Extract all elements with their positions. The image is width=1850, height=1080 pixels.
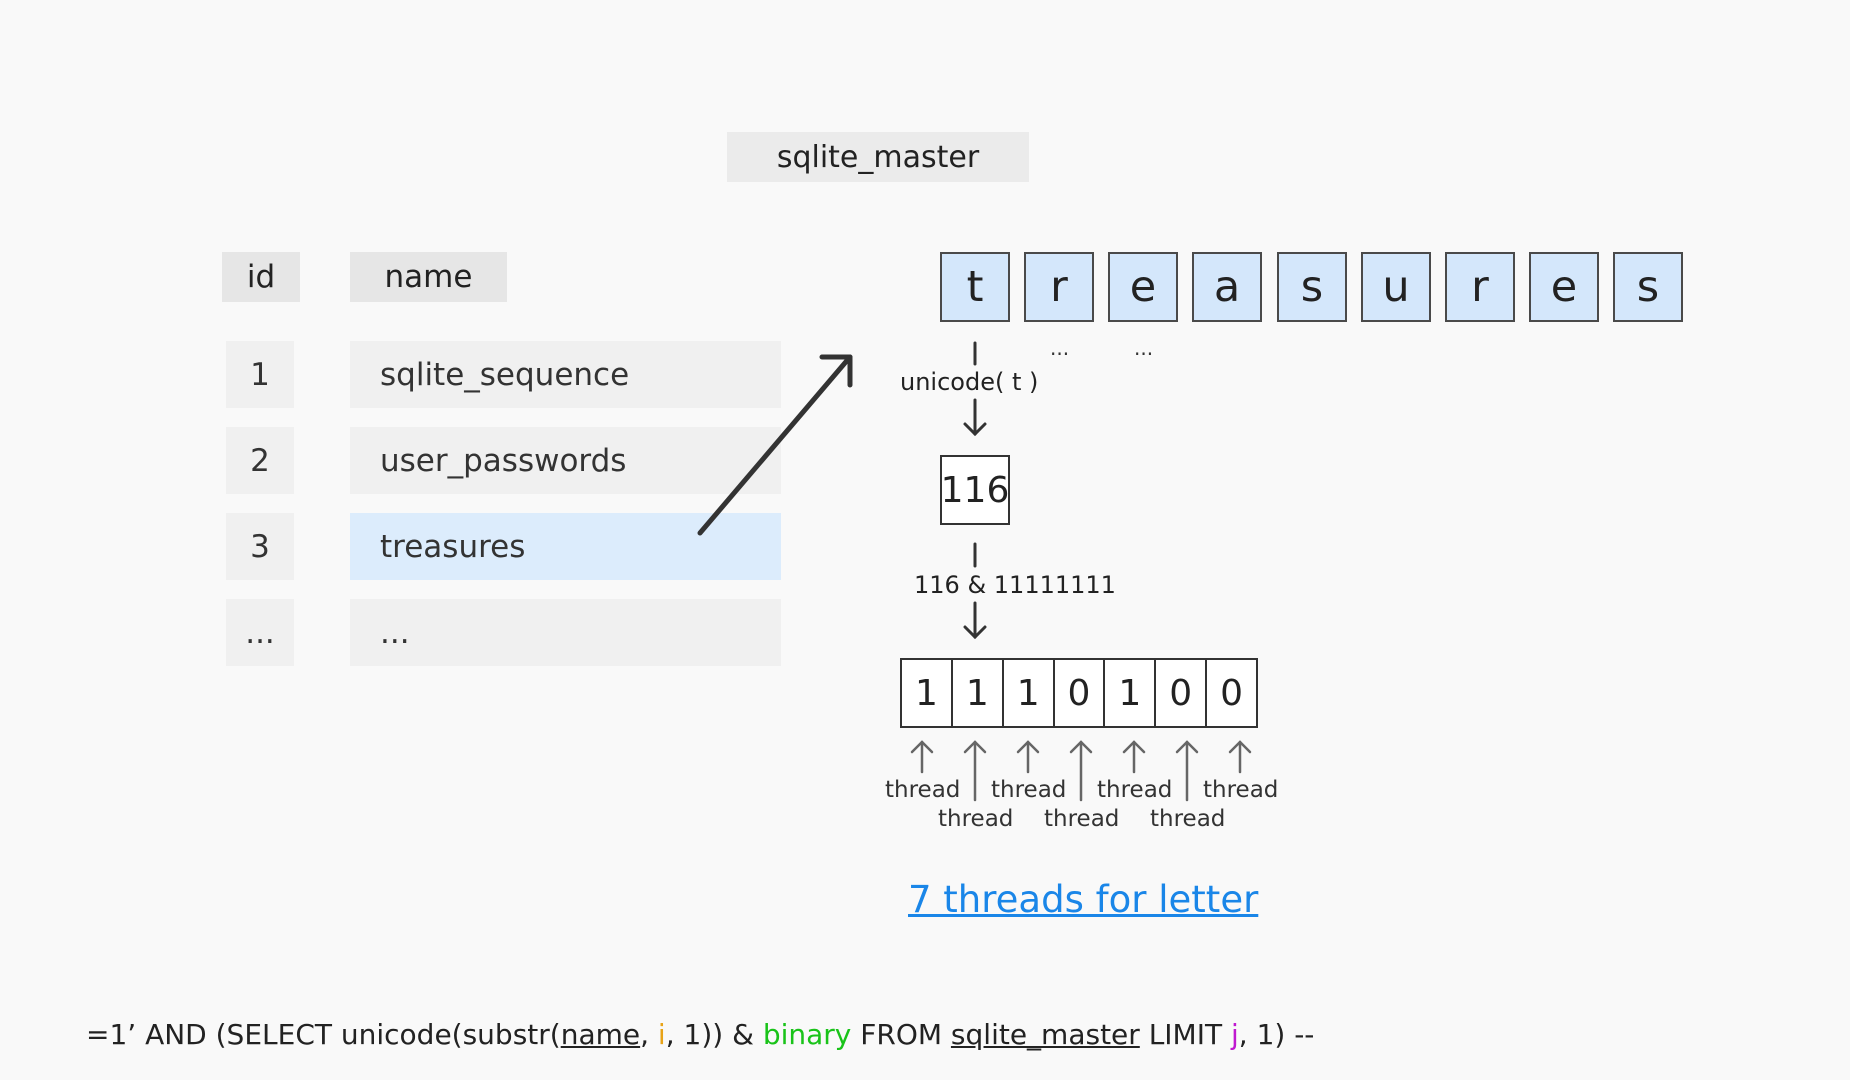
letter-box: e <box>1529 252 1599 322</box>
row-1-id: 1 <box>226 341 294 408</box>
thread-label: thread <box>1044 806 1120 832</box>
bit-cell: 0 <box>1156 660 1208 726</box>
letter-box: u <box>1361 252 1431 322</box>
bit-cell: 0 <box>1220 672 1244 714</box>
bit-cell: 0 <box>1055 660 1106 726</box>
unicode-flow-arrow <box>963 341 987 437</box>
ellipsis: ... <box>1050 336 1070 360</box>
query-part: FROM <box>851 1018 951 1051</box>
query-var-i: i <box>657 1018 666 1051</box>
letter-box: e <box>1108 252 1178 322</box>
thread-arrows <box>910 740 1252 802</box>
bit-cell: 1 <box>902 660 953 726</box>
query-var-j: j <box>1230 1018 1239 1051</box>
row-to-word-arrow <box>697 354 853 536</box>
row-4-name: ... <box>350 599 781 666</box>
query-table-name: sqlite_master <box>950 1018 1140 1051</box>
unicode-label: unicode( t ) <box>900 368 1039 396</box>
sql-query: =1’ AND (SELECT unicode(substr(name, i, … <box>86 1018 1314 1051</box>
row-3-id: 3 <box>226 513 294 580</box>
letter-box: s <box>1613 252 1683 322</box>
query-part: , <box>640 1018 658 1051</box>
thread-label: thread <box>938 806 1014 832</box>
thread-label: thread <box>885 777 961 803</box>
thread-label: thread <box>1097 777 1173 803</box>
query-part: , 1) -- <box>1238 1018 1315 1051</box>
name-header: name <box>350 252 507 302</box>
letter-box: a <box>1192 252 1262 322</box>
table-title: sqlite_master <box>727 132 1029 182</box>
unicode-value-box: 116 <box>940 455 1010 525</box>
thread-label: thread <box>991 777 1067 803</box>
bit-cell: 1 <box>953 660 1004 726</box>
query-var-binary: binary <box>762 1018 852 1051</box>
query-part: LIMIT <box>1139 1018 1231 1051</box>
bitmask-label: 116 & 11111111 <box>914 571 1116 599</box>
query-part: =1’ AND (SELECT unicode(substr( <box>86 1018 561 1051</box>
thread-label: thread <box>1150 806 1226 832</box>
bits-row: 1 1 1 0 1 0 0 <box>900 658 1258 728</box>
thread-label: thread <box>1203 777 1279 803</box>
id-header: id <box>222 252 300 302</box>
letter-box: s <box>1277 252 1347 322</box>
row-2-id: 2 <box>226 427 294 494</box>
letter-box: t <box>940 252 1010 322</box>
row-1-name: sqlite_sequence <box>350 341 781 408</box>
query-name-column: name <box>560 1018 641 1051</box>
bit-cell: 1 <box>1105 660 1157 726</box>
letter-box: r <box>1024 252 1094 322</box>
letter-box: r <box>1445 252 1515 322</box>
bit-cell: 1 <box>1004 660 1055 726</box>
row-4-id: ... <box>226 599 294 666</box>
row-2-name: user_passwords <box>350 427 781 494</box>
and-flow-arrow <box>963 542 987 640</box>
query-part: , 1)) & <box>665 1018 763 1051</box>
threads-link[interactable]: 7 threads for letter <box>908 878 1259 921</box>
ellipsis: ... <box>1134 336 1154 360</box>
